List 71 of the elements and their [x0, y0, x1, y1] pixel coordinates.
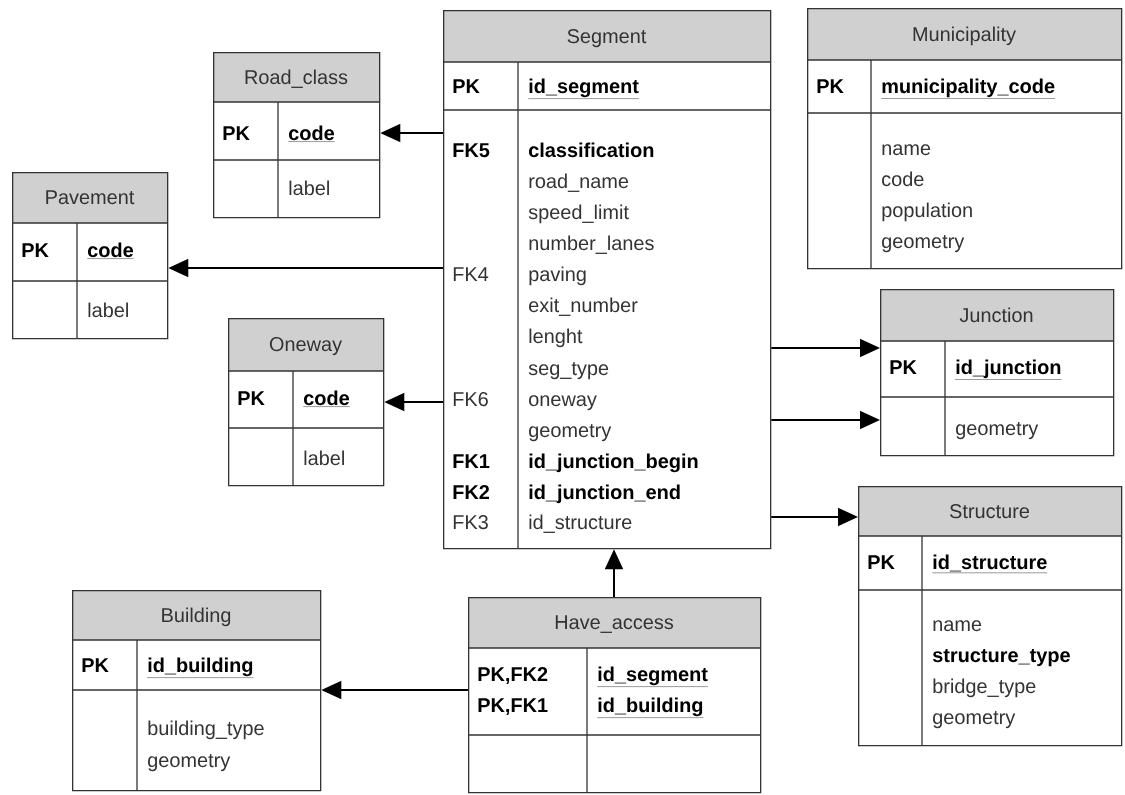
attribute-name: code	[882, 171, 924, 187]
key-label: FK1	[453, 454, 490, 468]
attribute-name: id_junction	[955, 359, 1062, 380]
key-label: FK3	[453, 515, 488, 530]
attribute-name: id_junction_begin	[529, 453, 698, 473]
key-label: PK	[82, 658, 109, 672]
attribute-name: id_segment	[528, 78, 640, 99]
attribute-name: building_type	[148, 720, 264, 740]
attribute-name: oneway	[529, 395, 597, 411]
attribute-name: name	[933, 620, 982, 632]
entity-table	[227, 318, 385, 487]
key-label: PK	[22, 243, 49, 257]
table-title: Oneway	[269, 337, 342, 356]
key-label: PK	[453, 79, 480, 93]
attribute-name: paving	[529, 266, 586, 286]
attribute-name: number_lanes	[529, 235, 654, 254]
entity-table	[857, 486, 1123, 747]
table-title: Road_class	[245, 69, 348, 88]
entity-table	[212, 52, 381, 219]
table-title: Building	[162, 607, 231, 627]
attribute-name: id_structure	[932, 554, 1048, 574]
entity-table	[442, 10, 772, 550]
key-label: PK	[817, 79, 844, 93]
attribute-name: code	[288, 125, 335, 142]
attribute-name: population	[882, 202, 972, 222]
key-label: FK2	[453, 485, 490, 499]
attribute-name: road_name	[529, 173, 629, 192]
attribute-name: geometry	[148, 754, 231, 772]
attribute-name: lenght	[529, 328, 583, 348]
entity-table	[467, 597, 762, 794]
attribute-name: speed_limit	[528, 204, 629, 224]
table-title: Structure	[950, 504, 1030, 519]
entity-table	[806, 8, 1123, 270]
key-label: PK,FK2	[478, 667, 548, 685]
attribute-name: id_junction_end	[529, 484, 680, 504]
key-label: FK6	[453, 392, 488, 407]
attribute-name: geometry	[933, 711, 1016, 729]
entity-table	[71, 590, 322, 792]
attribute-name: bridge_type	[933, 678, 1036, 698]
key-label: PK	[223, 126, 250, 140]
entity-table	[11, 172, 169, 340]
attribute-name: geometry	[529, 424, 612, 442]
attribute-name: label	[88, 302, 128, 318]
key-label: FK4	[453, 267, 489, 281]
table-title: Segment	[567, 29, 647, 48]
table-title: Municipality	[913, 26, 1016, 46]
attribute-name: geometry	[956, 422, 1039, 440]
attribute-name: geometry	[882, 235, 965, 253]
table-title: Pavement	[46, 190, 135, 205]
key-label: PK,FK1	[478, 698, 548, 716]
attribute-name: label	[304, 450, 344, 466]
table-title: Have_access	[555, 615, 674, 633]
attribute-name: seg_type	[528, 362, 609, 380]
key-label: FK5	[453, 143, 490, 158]
key-label: PK	[890, 360, 917, 374]
entity-table	[879, 289, 1115, 457]
attribute-name: id_segment	[597, 666, 709, 687]
key-label: PK	[238, 391, 265, 405]
attribute-name: code	[87, 242, 134, 259]
attribute-name: structure_type	[932, 649, 1070, 667]
table-title: Junction	[959, 307, 1033, 323]
attribute-name: name	[882, 144, 931, 156]
attribute-name: id_building	[597, 697, 704, 718]
attribute-name: code	[303, 390, 350, 407]
attribute-name: id_structure	[529, 514, 632, 533]
key-label: PK	[868, 555, 895, 569]
attribute-name: exit_number	[529, 297, 638, 316]
attribute-name: municipality_code	[881, 78, 1056, 99]
attribute-name: label	[289, 180, 329, 196]
attribute-name: classification	[529, 142, 654, 158]
attribute-name: id_building	[147, 657, 254, 678]
